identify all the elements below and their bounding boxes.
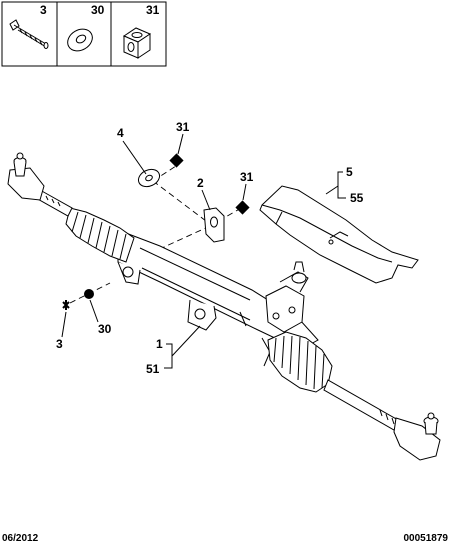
washer-part[interactable] bbox=[136, 166, 163, 190]
legend-ref-square-nut: 31 bbox=[146, 3, 160, 17]
callout-nut-right: 31 bbox=[240, 170, 254, 184]
legend-ref-bolt: 3 bbox=[40, 3, 47, 17]
rack-housing[interactable] bbox=[117, 229, 319, 367]
bolt-marker-icon bbox=[62, 300, 70, 310]
square-nut-upper-part[interactable] bbox=[169, 153, 184, 168]
washer-icon bbox=[67, 28, 93, 52]
legend-cell-washer[interactable]: 30 bbox=[64, 3, 105, 55]
callout-bracket: 2 bbox=[197, 176, 204, 190]
callout-nut-upper: 31 bbox=[176, 120, 190, 134]
callout-washer-left: 30 bbox=[98, 322, 112, 336]
legend-ref-washer: 30 bbox=[91, 3, 105, 17]
legend-cell-bolt[interactable]: 3 bbox=[9, 3, 49, 49]
callout-washer: 4 bbox=[117, 126, 124, 140]
washer-left-part[interactable] bbox=[84, 289, 94, 299]
callout-bolt: 3 bbox=[56, 337, 63, 351]
clamp-bracket-part[interactable] bbox=[203, 207, 225, 243]
footer-date: 06/2012 bbox=[2, 533, 39, 544]
callout-rack-alt: 51 bbox=[146, 362, 160, 376]
bolt-icon bbox=[9, 19, 49, 49]
right-tie-rod[interactable] bbox=[323, 379, 441, 461]
footer-diagram-number: 00051879 bbox=[404, 533, 449, 544]
heat-shield[interactable] bbox=[259, 185, 419, 284]
legend-cell-square-nut[interactable]: 31 bbox=[122, 3, 160, 59]
square-nut-right-part[interactable] bbox=[235, 200, 250, 215]
left-bellows-boot[interactable] bbox=[65, 207, 135, 263]
callout-rack: 1 bbox=[156, 337, 163, 351]
callouts: 4 31 2 31 5 55 3 30 1 51 bbox=[56, 120, 364, 376]
footer: 06/2012 00051879 bbox=[2, 533, 448, 544]
left-tie-rod[interactable] bbox=[7, 152, 73, 217]
right-bellows-boot[interactable] bbox=[267, 331, 333, 393]
square-nut-icon bbox=[122, 27, 152, 59]
parts-legend: 3 30 31 bbox=[1, 1, 167, 67]
callout-heat-shield-alt: 55 bbox=[350, 191, 364, 205]
callout-heat-shield: 5 bbox=[346, 165, 353, 179]
